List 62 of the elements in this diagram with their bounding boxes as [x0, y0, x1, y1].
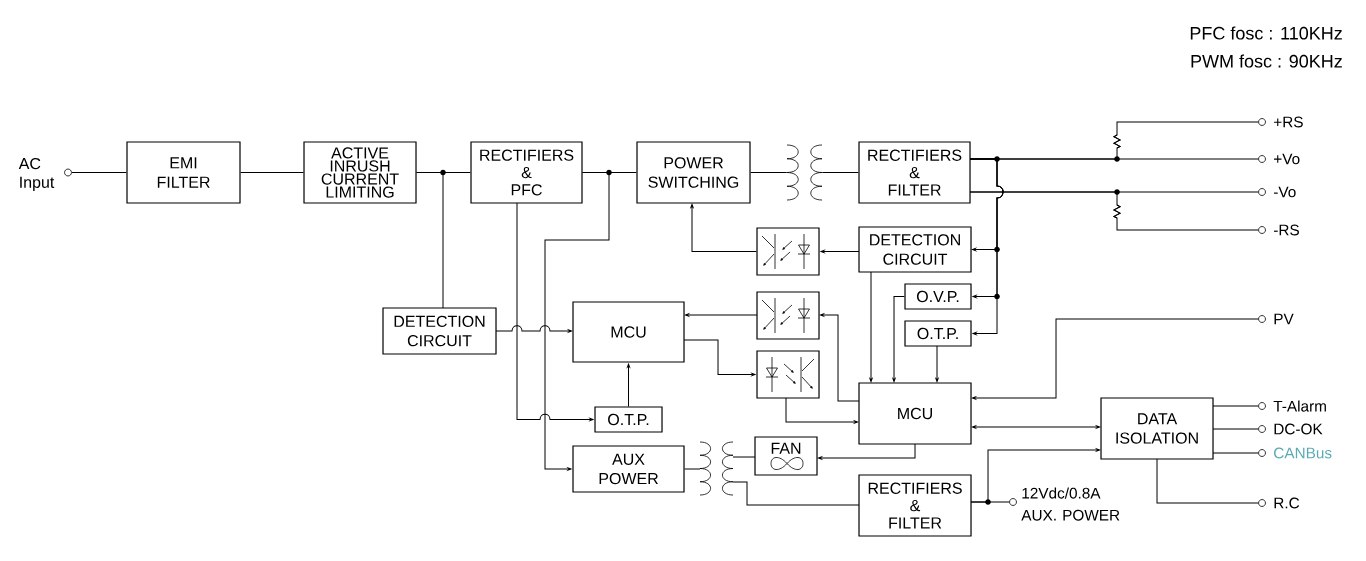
block-box: O.T.P.: [594, 406, 663, 433]
arrow: [818, 443, 916, 460]
arrow: [683, 339, 756, 377]
connector-line: [684, 468, 701, 470]
terminal-label: +RS: [1274, 116, 1303, 128]
arrow: [820, 250, 860, 254]
connector-line: [750, 172, 788, 173]
transformer-symbol: [786, 144, 823, 201]
terminal-label: 12Vdc/0.8A AUX. POWER: [1021, 487, 1120, 521]
block-box: ACTIVE INRUSH CURRENT LIMITING: [303, 141, 417, 204]
connector-line: [240, 172, 304, 173]
block-box: AUX POWER: [572, 445, 685, 493]
arrow: [690, 204, 757, 252]
connector-line: [969, 191, 1259, 231]
arrow: [972, 318, 1259, 400]
terminal-label: CANBus: [1274, 447, 1332, 459]
block-box: MCU: [858, 382, 972, 445]
arrow: [516, 202, 594, 422]
arrow: [785, 397, 858, 424]
terminal-label: T-Alarm: [1273, 400, 1326, 412]
transformer-symbol: [699, 441, 734, 496]
connector-line: [416, 172, 444, 309]
terminal-label: PV: [1274, 313, 1294, 325]
arrow: [969, 158, 1004, 336]
connector-line: [821, 172, 859, 173]
connector-line: [1156, 458, 1259, 504]
terminal-label: -Vo: [1273, 186, 1296, 198]
block-box: MCU: [572, 301, 685, 363]
note-text: PFC fosc : 110KHz: [1190, 26, 1342, 40]
block-box: DETECTION CIRCUIT: [382, 307, 497, 355]
arrow: [869, 271, 873, 382]
block-box: DETECTION CIRCUIT: [858, 226, 972, 273]
block-box: EMI FILTER: [126, 141, 241, 204]
block-box: RECTIFIERS & FILTER: [858, 474, 972, 537]
note-text: PWM fosc : 90KHz: [1191, 54, 1342, 68]
block-box: FAN: [754, 436, 818, 476]
terminal-label: DC-OK: [1274, 423, 1323, 435]
connector-line: [1212, 405, 1259, 407]
block-box: RECTIFIERS & PFC: [470, 141, 583, 204]
block-box: O.T.P.: [904, 320, 972, 347]
arrow: [627, 363, 631, 407]
arrow: [972, 425, 1100, 429]
connector-line: [71, 172, 127, 173]
arrow: [970, 448, 1100, 503]
connector-line: [1212, 452, 1259, 454]
arrow: [935, 345, 939, 382]
arrow: [892, 296, 905, 382]
connector-line: [1212, 428, 1259, 430]
block-box: POWER SWITCHING: [636, 141, 751, 204]
arrow: [685, 313, 758, 317]
arrow: [820, 313, 860, 402]
terminal-label: R.C: [1274, 497, 1300, 509]
connector-line: [732, 481, 860, 506]
connector-line: [732, 456, 756, 458]
terminal-label: -RS: [1273, 224, 1299, 236]
block-box: RECTIFIERS & FILTER: [858, 141, 971, 204]
block-box: DATA ISOLATION: [1100, 397, 1214, 460]
terminal-label: AC Input: [18, 157, 55, 192]
arrow: [495, 325, 572, 333]
terminal-label: +Vo: [1274, 153, 1300, 165]
arrow: [544, 172, 610, 471]
block-box: O.V.P.: [904, 283, 972, 310]
